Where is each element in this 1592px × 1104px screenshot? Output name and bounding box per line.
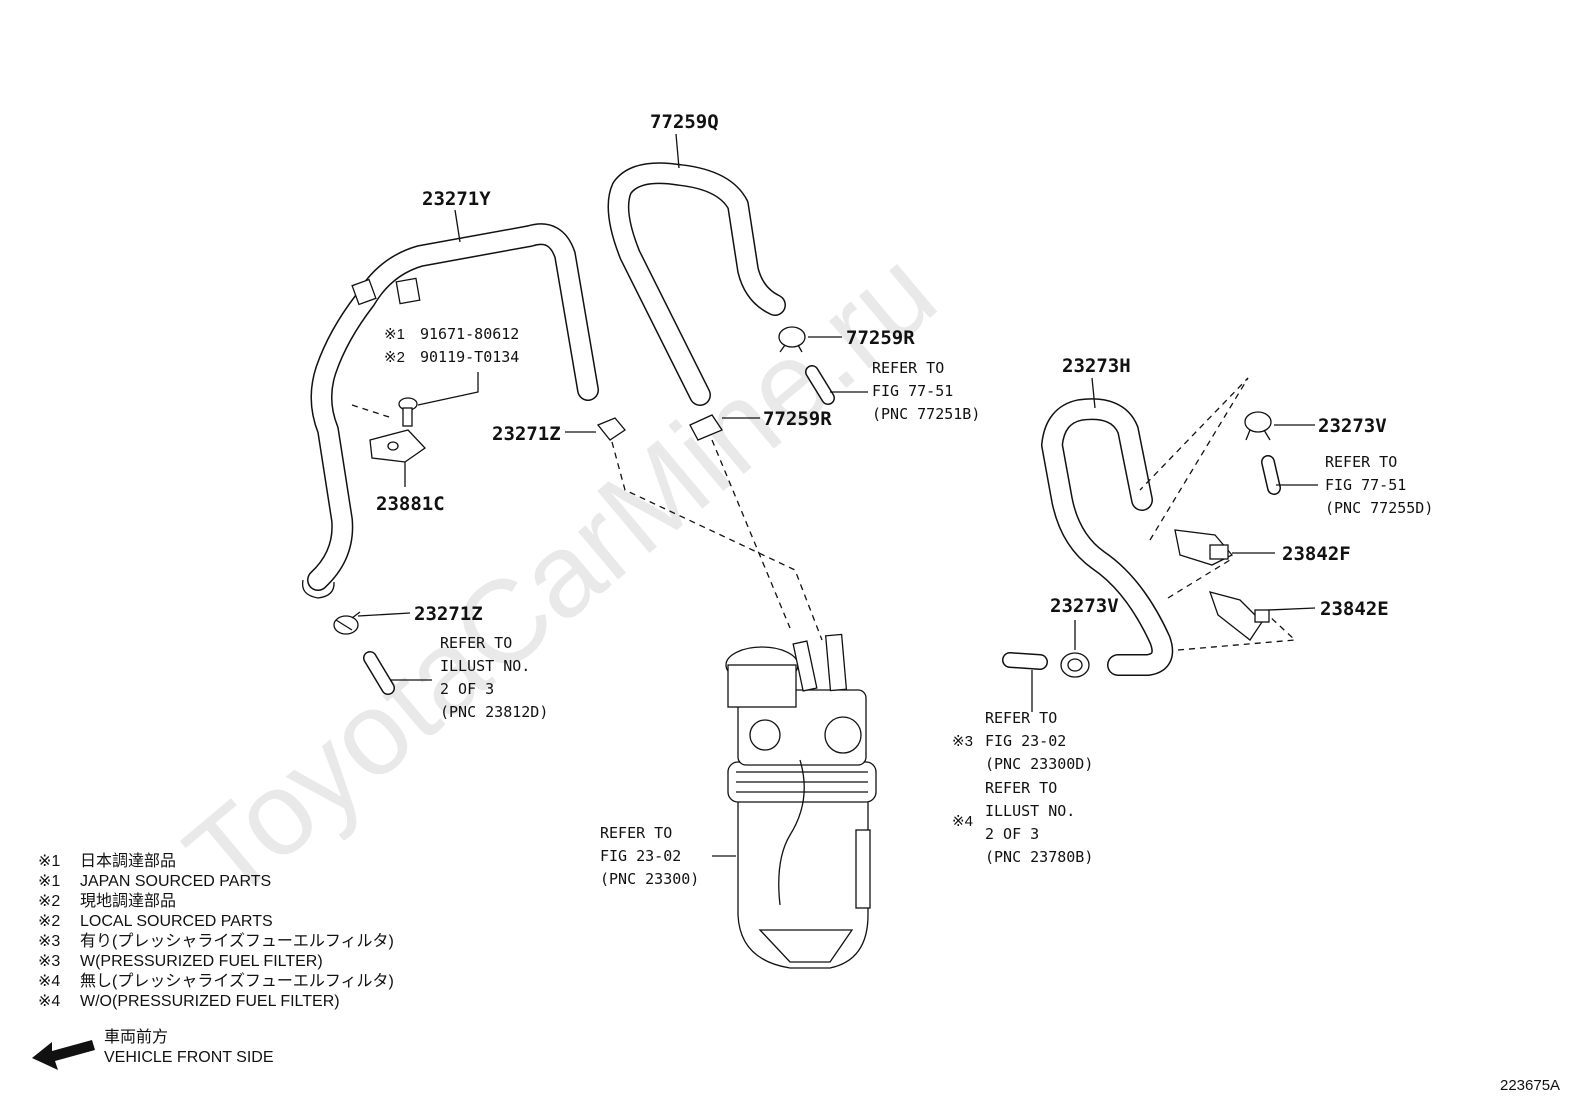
diagram-code: 223675A (1500, 1077, 1560, 1094)
label-23881c: 23881C (376, 493, 445, 515)
pipe-ref-right-top[interactable] (1261, 455, 1281, 495)
ref-filter-3: (PNC 23300) (600, 870, 699, 888)
ref-right-low-1: REFER TO (985, 779, 1057, 797)
ref-center-top-2: FIG 77-51 (872, 382, 953, 400)
label-23273v-top: 23273V (1318, 415, 1387, 437)
legend-mark-0: ※1 (38, 853, 60, 870)
ref-right-top-1: REFER TO (1325, 453, 1397, 471)
legend-mark-7: ※4 (38, 993, 60, 1010)
ref-right-mid-mark: ※3 (952, 733, 973, 750)
label-23273h: 23273H (1062, 355, 1131, 377)
legend-mark-1: ※1 (38, 873, 60, 890)
ref-right-low-mark: ※4 (952, 813, 973, 830)
legend-text-0: 日本調達部品 (80, 852, 176, 870)
label-23273v-mid: 23273V (1050, 595, 1119, 617)
ref-left-1: REFER TO (440, 634, 512, 652)
legend-text-3: LOCAL SOURCED PARTS (80, 913, 273, 930)
legend-text-5: W(PRESSURIZED FUEL FILTER) (80, 953, 323, 970)
connector-23842e[interactable] (1208, 591, 1270, 641)
ref-right-top-3: (PNC 77255D) (1325, 499, 1433, 517)
bolt-mark-1: ※1 (384, 326, 405, 343)
ref-filter-1: REFER TO (600, 824, 672, 842)
ref-right-low-3: 2 OF 3 (985, 825, 1039, 843)
pipe-ref-center[interactable] (805, 365, 835, 405)
legend-mark-6: ※4 (38, 973, 60, 990)
ref-right-mid-1: REFER TO (985, 709, 1057, 727)
pipe-ref-left[interactable] (363, 651, 395, 695)
ref-right-mid-3: (PNC 23300D) (985, 755, 1093, 773)
connector-77259r[interactable] (689, 414, 723, 441)
clip-23271z-top[interactable] (596, 417, 626, 441)
label-23271z-top: 23271Z (492, 423, 561, 445)
front-label-en: VEHICLE FRONT SIDE (104, 1049, 274, 1066)
legend-mark-2: ※2 (38, 893, 60, 910)
label-23842e: 23842E (1320, 598, 1389, 620)
clip-23271z-bottom[interactable] (333, 611, 361, 635)
front-arrow-icon (32, 1040, 95, 1070)
ref-center-top-3: (PNC 77251B) (872, 405, 980, 423)
label-23271z-bottom: 23271Z (414, 603, 483, 625)
legend-text-2: 現地調達部品 (80, 892, 176, 910)
fuel-filter[interactable] (725, 633, 877, 969)
hose-23273h[interactable] (1041, 398, 1174, 676)
legend-mark-4: ※3 (38, 933, 60, 950)
hose-23271y[interactable] (301, 223, 599, 599)
legend-mark-3: ※2 (38, 913, 60, 930)
ref-left-3: 2 OF 3 (440, 680, 494, 698)
ref-filter-2: FIG 23-02 (600, 847, 681, 865)
label-77259r-connector: 77259R (763, 408, 832, 430)
bracket-23881c[interactable] (369, 429, 426, 463)
legend-text-4: 有り(プレッシャライズフューエルフィルタ) (80, 932, 394, 950)
legend: ※1 日本調達部品 ※1 JAPAN SOURCED PARTS ※2 現地調達… (38, 852, 394, 1010)
label-23271y: 23271Y (422, 188, 491, 210)
ref-right-top-2: FIG 77-51 (1325, 476, 1406, 494)
connector-23842f[interactable] (1174, 529, 1234, 566)
ref-left-4: (PNC 23812D) (440, 703, 548, 721)
ref-right-mid-2: FIG 23-02 (985, 732, 1066, 750)
label-23842f: 23842F (1282, 543, 1351, 565)
ref-right-low-2: ILLUST NO. (985, 802, 1075, 820)
ref-center-top-1: REFER TO (872, 359, 944, 377)
legend-mark-5: ※3 (38, 953, 60, 970)
label-77259r-clip: 77259R (846, 327, 915, 349)
legend-text-7: W/O(PRESSURIZED FUEL FILTER) (80, 993, 340, 1010)
bolt-pn-2: 90119-T0134 (420, 348, 519, 366)
label-77259q: 77259Q (650, 111, 719, 133)
clip-23273v-top[interactable] (1244, 411, 1272, 441)
legend-text-1: JAPAN SOURCED PARTS (80, 873, 271, 890)
ref-right-low-4: (PNC 23780B) (985, 848, 1093, 866)
hose-77259q[interactable] (607, 162, 786, 406)
clip-23273v-mid[interactable] (1060, 652, 1090, 678)
pipe-ref-right-mid[interactable] (1002, 652, 1048, 670)
clip-77259r[interactable] (778, 326, 806, 353)
bolt-pn-1: 91671-80612 (420, 325, 519, 343)
legend-text-6: 無し(プレッシャライズフューエルフィルタ) (80, 972, 394, 990)
bolt-icon[interactable] (398, 397, 418, 427)
bolt-mark-2: ※2 (384, 349, 405, 366)
ref-left-2: ILLUST NO. (440, 657, 530, 675)
front-label-jp: 車両前方 (104, 1028, 168, 1046)
